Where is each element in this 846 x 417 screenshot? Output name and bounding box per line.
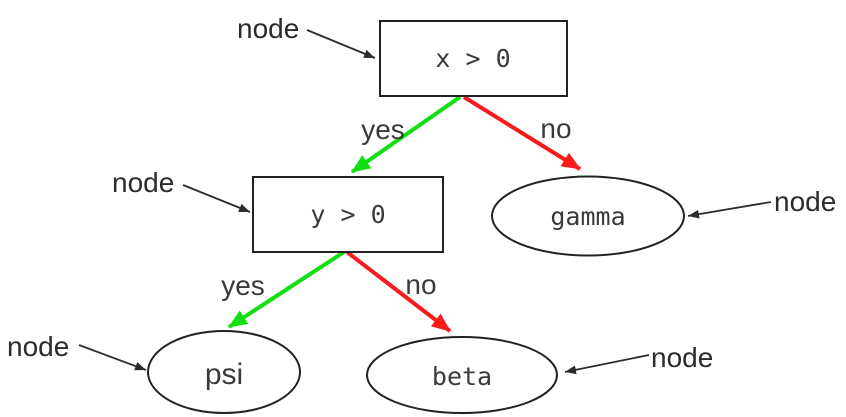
node-gamma-label: gamma: [550, 202, 625, 231]
edge-inner-no: [345, 250, 452, 333]
edge-root-no: [462, 95, 582, 171]
edge-label-no-2: no: [405, 269, 436, 300]
edge-label-no-1: no: [540, 113, 571, 144]
node-root-label: x > 0: [435, 44, 510, 73]
pointer-to-gamma: [687, 201, 772, 219]
node-beta-ellipse: [366, 336, 558, 414]
annotation-psi: node: [7, 331, 69, 362]
node-inner-box: [252, 176, 444, 253]
pointer-to-beta: [564, 354, 650, 375]
annotation-gamma: node: [774, 186, 836, 217]
annotation-root: node: [237, 13, 299, 44]
node-beta-label: beta: [432, 362, 492, 391]
annotation-inner: node: [112, 167, 174, 198]
pointer-to-inner: [182, 184, 251, 213]
node-inner-label: y > 0: [310, 200, 385, 229]
node-root-box: [379, 20, 568, 97]
node-psi-ellipse: [147, 330, 301, 414]
edge-label-yes-1: yes: [361, 114, 405, 145]
edge-root-yes: [350, 95, 462, 174]
edge-label-yes-2: yes: [221, 270, 265, 301]
node-psi-label: psi: [205, 358, 243, 391]
node-gamma-ellipse: [491, 175, 685, 257]
pointer-to-psi: [78, 344, 147, 371]
pointer-to-root: [306, 29, 376, 59]
edge-inner-yes: [227, 250, 346, 329]
annotation-beta: node: [651, 342, 713, 373]
